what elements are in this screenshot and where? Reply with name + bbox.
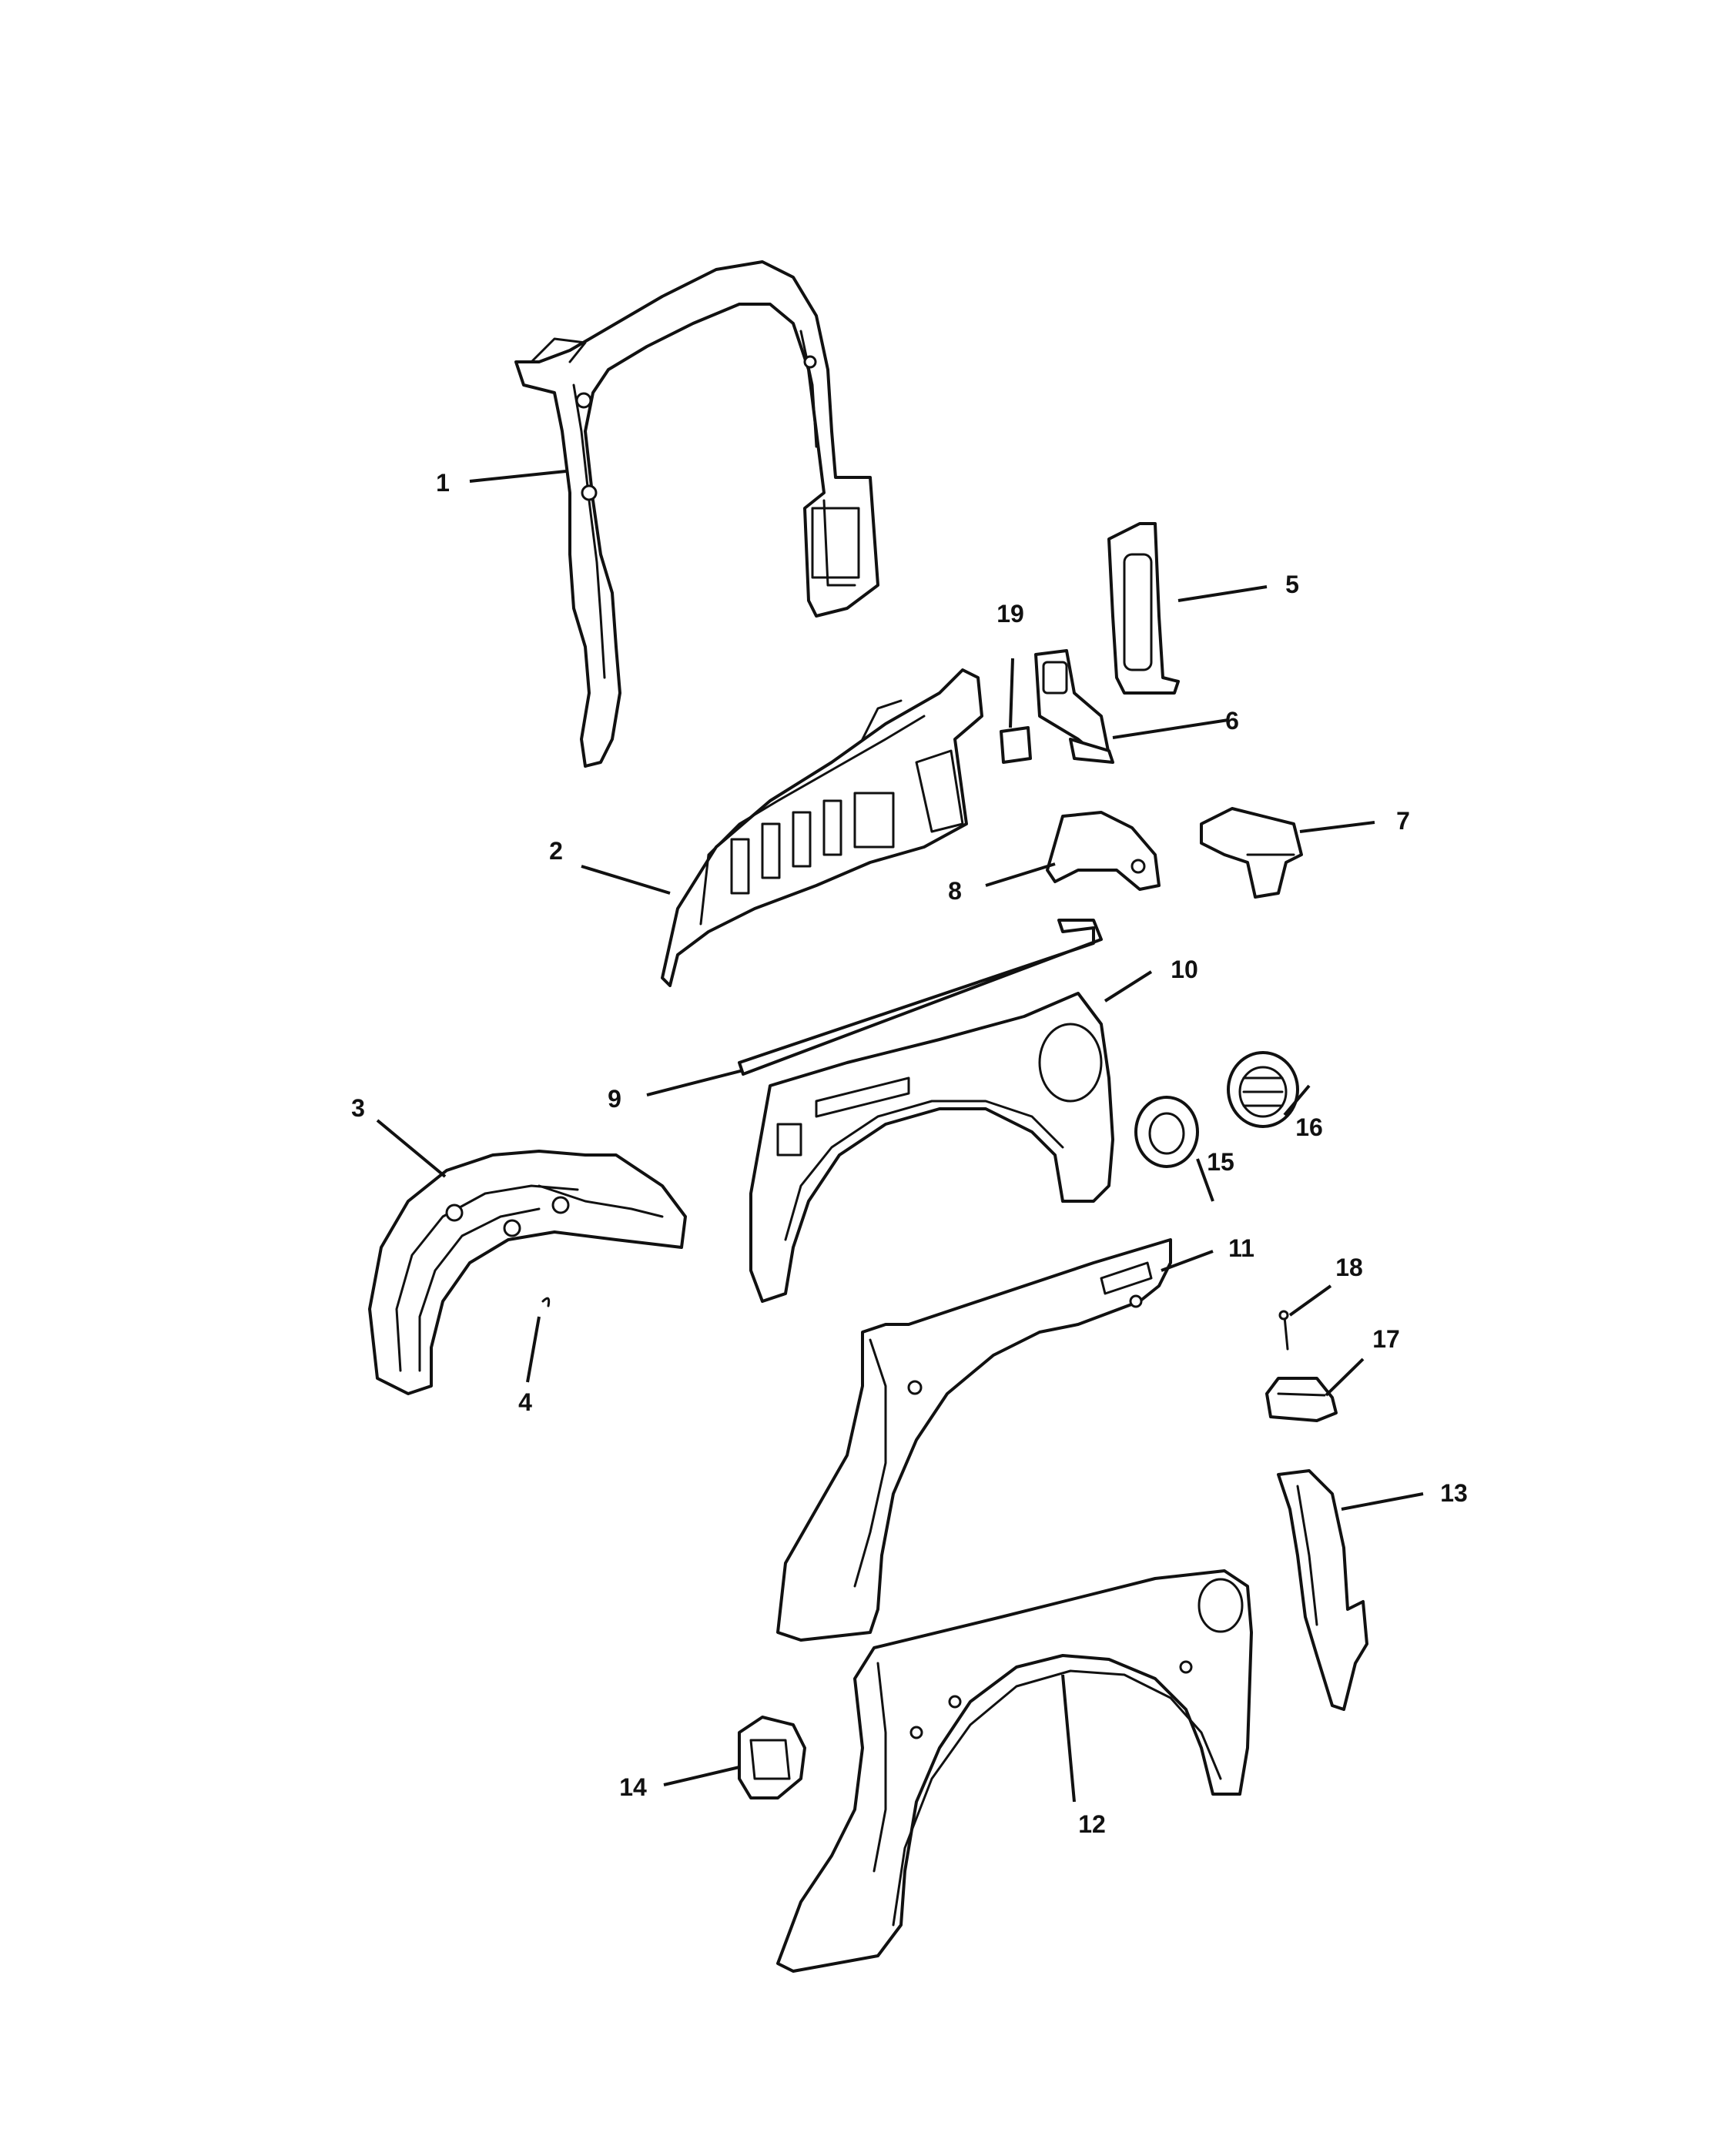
part-14-hinge-bracket [738, 1716, 806, 1799]
callout-4: 4 [518, 1388, 532, 1416]
callout-1: 1 [436, 469, 450, 497]
callout-8: 8 [948, 877, 962, 905]
part-19-patch [1000, 726, 1032, 764]
callout-15: 15 [1207, 1148, 1234, 1176]
part-13-rear-corner-panel [1277, 1469, 1368, 1711]
callout-10: 10 [1171, 956, 1198, 983]
part-12-outer-quarter-panel [776, 1569, 1253, 1973]
part-3-wheelhouse-liner [368, 1150, 687, 1395]
part-15-fuel-filler-housing [1134, 1096, 1199, 1168]
part-6-support-bracket [1034, 649, 1114, 764]
part-17-latch [1265, 1377, 1338, 1422]
callout-7: 7 [1396, 807, 1410, 835]
part-1-sport-bar-arch [514, 260, 879, 768]
callout-9: 9 [608, 1085, 621, 1113]
callout-5: 5 [1285, 571, 1299, 598]
callout-12: 12 [1078, 1810, 1106, 1838]
part-4-push-pin [541, 1297, 551, 1307]
callout-19: 19 [996, 600, 1024, 628]
callout-6: 6 [1225, 707, 1239, 735]
part-8-gusset [1046, 811, 1161, 891]
callout-18: 18 [1335, 1254, 1363, 1281]
part-2-inner-quarter-panel [661, 668, 983, 987]
callout-2: 2 [549, 837, 563, 865]
part-5-pillar-reinforcement [1107, 522, 1180, 695]
part-18-bolt [1278, 1310, 1289, 1351]
callout-16: 16 [1295, 1113, 1323, 1141]
part-11-body-side-panel [776, 1238, 1172, 1642]
callout-labels: 1 2 3 4 5 6 7 8 9 10 11 12 13 14 15 16 1… [351, 469, 1468, 1838]
part-10-inner-wheelhouse-panel [749, 992, 1114, 1303]
part-9-upper-rail [738, 919, 1103, 1076]
part-16-fuel-filler-door [1227, 1051, 1299, 1128]
callout-14: 14 [619, 1773, 647, 1801]
callout-13: 13 [1440, 1479, 1468, 1507]
leader-lines [376, 470, 1424, 1803]
part-7-mounting-bracket [1200, 807, 1303, 899]
callout-11: 11 [1228, 1234, 1254, 1262]
callout-17: 17 [1372, 1325, 1400, 1353]
callout-3: 3 [351, 1094, 365, 1122]
